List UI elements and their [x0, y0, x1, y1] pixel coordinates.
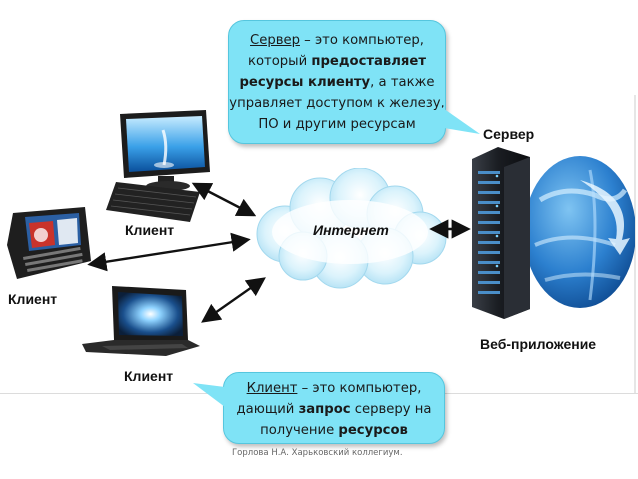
client-def-bold2: ресурсов	[338, 423, 407, 438]
web-app-label: Веб-приложение	[480, 336, 596, 352]
server-label: Сервер	[483, 126, 534, 142]
client-def-line1: – это компьютер,	[297, 381, 421, 396]
client-def-line2-rest: серверу на	[351, 402, 432, 417]
client-phone-label: Клиент	[8, 291, 57, 307]
client-desktop-label: Клиент	[125, 222, 174, 238]
client-def-line3: получение	[260, 423, 338, 438]
server-bubble-tail	[440, 104, 484, 138]
client-bubble-tail	[193, 381, 227, 411]
server-def-line4: управляет доступом к железу,	[229, 93, 445, 114]
client-def-line2: дающий	[237, 402, 299, 417]
arrow-desktop-internet	[196, 185, 252, 214]
client-laptop-label: Клиент	[124, 368, 173, 384]
internet-label: Интернет	[313, 222, 389, 238]
server-term: Сервер	[250, 33, 300, 48]
client-def-bold1: запрос	[299, 402, 351, 417]
server-def-line3: , а также	[370, 75, 434, 90]
client-term: Клиент	[247, 381, 298, 396]
server-def-line1: – это компьютер,	[300, 33, 424, 48]
server-def-bold1: предоставляет	[311, 54, 426, 69]
footer-credit: Горлова Н.А. Харьковский коллегиум.	[232, 448, 403, 458]
server-def-bold2: ресурсы клиенту	[239, 75, 370, 90]
client-definition-bubble: Клиент – это компьютер, дающий запрос се…	[223, 372, 445, 444]
server-def-line2: который	[248, 54, 311, 69]
arrow-laptop-internet	[205, 280, 262, 320]
arrow-phone-internet	[92, 240, 246, 264]
server-definition-bubble: Сервер – это компьютер, который предоста…	[228, 20, 446, 144]
server-def-line5: ПО и другим ресурсам	[229, 114, 445, 135]
